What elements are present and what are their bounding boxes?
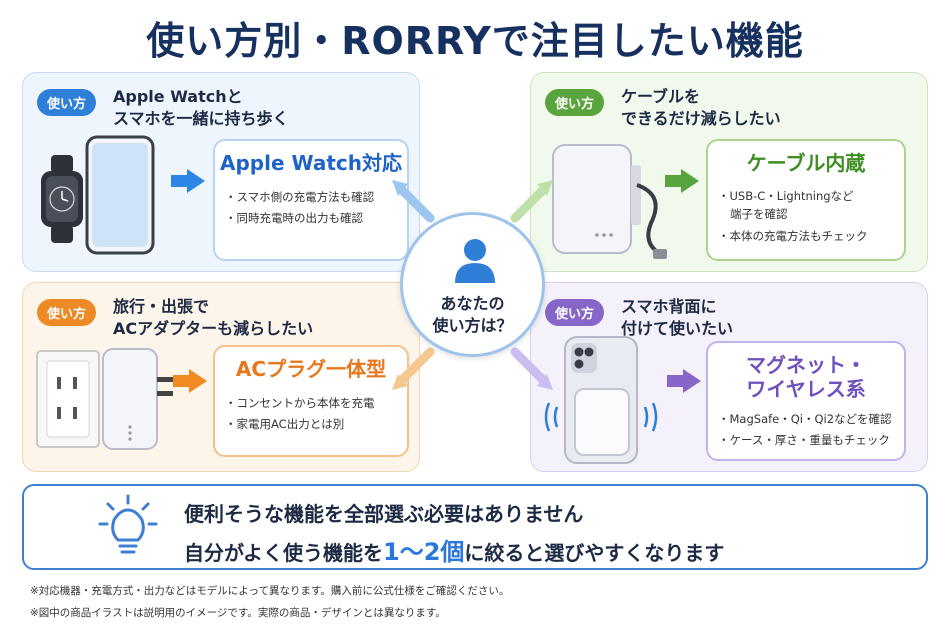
- usecase-title: 旅行・出張で ACアダプターも減らしたい: [113, 297, 314, 338]
- outlet-and-plug-illustration: [36, 348, 173, 450]
- usecase-cable-panel: 使い方 ケーブルを できるだけ減らしたい ケーブル内蔵 USB-C・Lightn…: [530, 72, 928, 272]
- list-item: MagSafe・Qi・Qi2などを確認: [718, 409, 904, 430]
- feature-title: ACプラグ一体型: [235, 357, 387, 381]
- usecase-magnet-panel: 使い方 スマホ背面に 付けて使いたい マグネット・ ワイヤレス系 MagSafe…: [530, 282, 928, 472]
- usecase-badge: 使い方: [37, 299, 97, 326]
- feature-bullets: スマホ側の充電方法も確認 同時充電時の出力も確認: [225, 187, 407, 229]
- lightbulb-icon: [98, 494, 158, 554]
- feature-bullets: コンセントから本体を充電 家電用AC出力とは別: [225, 393, 407, 435]
- person-icon: [455, 239, 495, 283]
- connector-arrow-icon: [510, 347, 550, 387]
- feature-card: ACプラグ一体型 コンセントから本体を充電 家電用AC出力とは別: [213, 345, 409, 457]
- phone-magnetic-battery-illustration: [544, 336, 658, 464]
- connector-arrow-icon: [510, 183, 550, 223]
- connector-arrowhead-icon: [537, 374, 553, 390]
- feature-title: マグネット・ ワイヤレス系: [746, 353, 866, 401]
- page-title: 使い方別・RORRYで注目したい機能: [146, 19, 804, 63]
- center-question-circle: あなたの 使い方は？: [400, 212, 545, 357]
- arrow-right-icon: [667, 369, 701, 393]
- arrow-right-icon: [171, 169, 205, 193]
- usecase-badge: 使い方: [37, 89, 97, 116]
- list-item: 同時充電時の出力も確認: [225, 208, 407, 229]
- list-item: 本体の充電方法もチェック: [718, 227, 904, 245]
- connector-arrow-icon: [395, 347, 435, 387]
- tip-line-1: 便利そうな機能を全部選ぶ必要はありません: [184, 502, 584, 526]
- usecase-title: ケーブルを できるだけ減らしたい: [621, 87, 781, 128]
- tip-line-2: 自分がよく使う機能を1〜2個に絞ると選びやすくなります: [184, 538, 725, 566]
- usecase-badge: 使い方: [545, 89, 605, 116]
- tip-highlight: 1〜2個: [383, 538, 465, 566]
- feature-title: ケーブル内蔵: [746, 151, 866, 175]
- list-item: コンセントから本体を充電: [225, 393, 407, 414]
- list-item: スマホ側の充電方法も確認: [225, 187, 407, 208]
- footnote: ※図中の商品イラストは説明用のイメージです。実際の商品・デザインとは異なります。: [30, 607, 446, 619]
- watch-and-phone-illustration: [41, 135, 155, 255]
- connector-arrow-icon: [395, 183, 435, 223]
- tip-box: 便利そうな機能を全部選ぶ必要はありません 自分がよく使う機能を1〜2個に絞ると選…: [22, 484, 928, 570]
- center-question: あなたの 使い方は？: [432, 294, 513, 335]
- list-item: 家電用AC出力とは別: [225, 414, 407, 435]
- arrow-right-icon: [173, 369, 207, 393]
- arrow-right-icon: [665, 169, 699, 193]
- usecase-ac-plug-panel: 使い方 旅行・出張で ACアダプターも減らしたい ACプラグ一体型 コンセントか…: [22, 282, 420, 472]
- connector-arrowhead-icon: [392, 374, 408, 390]
- cable-powerbank-illustration: [552, 144, 667, 259]
- footnote: ※対応機器・充電方式・出力などはモデルによって異なります。購入前に公式仕様をご確…: [30, 585, 510, 597]
- usecase-apple-watch-panel: 使い方 Apple Watchと スマホを一緒に持ち歩く Apple Watch…: [22, 72, 420, 272]
- connector-arrowhead-icon: [537, 180, 553, 196]
- feature-title: Apple Watch対応: [220, 151, 402, 175]
- usecase-badge: 使い方: [545, 299, 605, 326]
- list-item: ケース・厚さ・重量もチェック: [718, 430, 904, 451]
- feature-card: マグネット・ ワイヤレス系 MagSafe・Qi・Qi2などを確認 ケース・厚さ…: [706, 341, 906, 461]
- usecase-title: スマホ背面に 付けて使いたい: [621, 297, 734, 338]
- connector-arrowhead-icon: [392, 180, 408, 196]
- feature-bullets: MagSafe・Qi・Qi2などを確認 ケース・厚さ・重量もチェック: [718, 409, 904, 451]
- usecase-title: Apple Watchと スマホを一緒に持ち歩く: [113, 87, 289, 128]
- feature-card: Apple Watch対応 スマホ側の充電方法も確認 同時充電時の出力も確認: [213, 139, 409, 261]
